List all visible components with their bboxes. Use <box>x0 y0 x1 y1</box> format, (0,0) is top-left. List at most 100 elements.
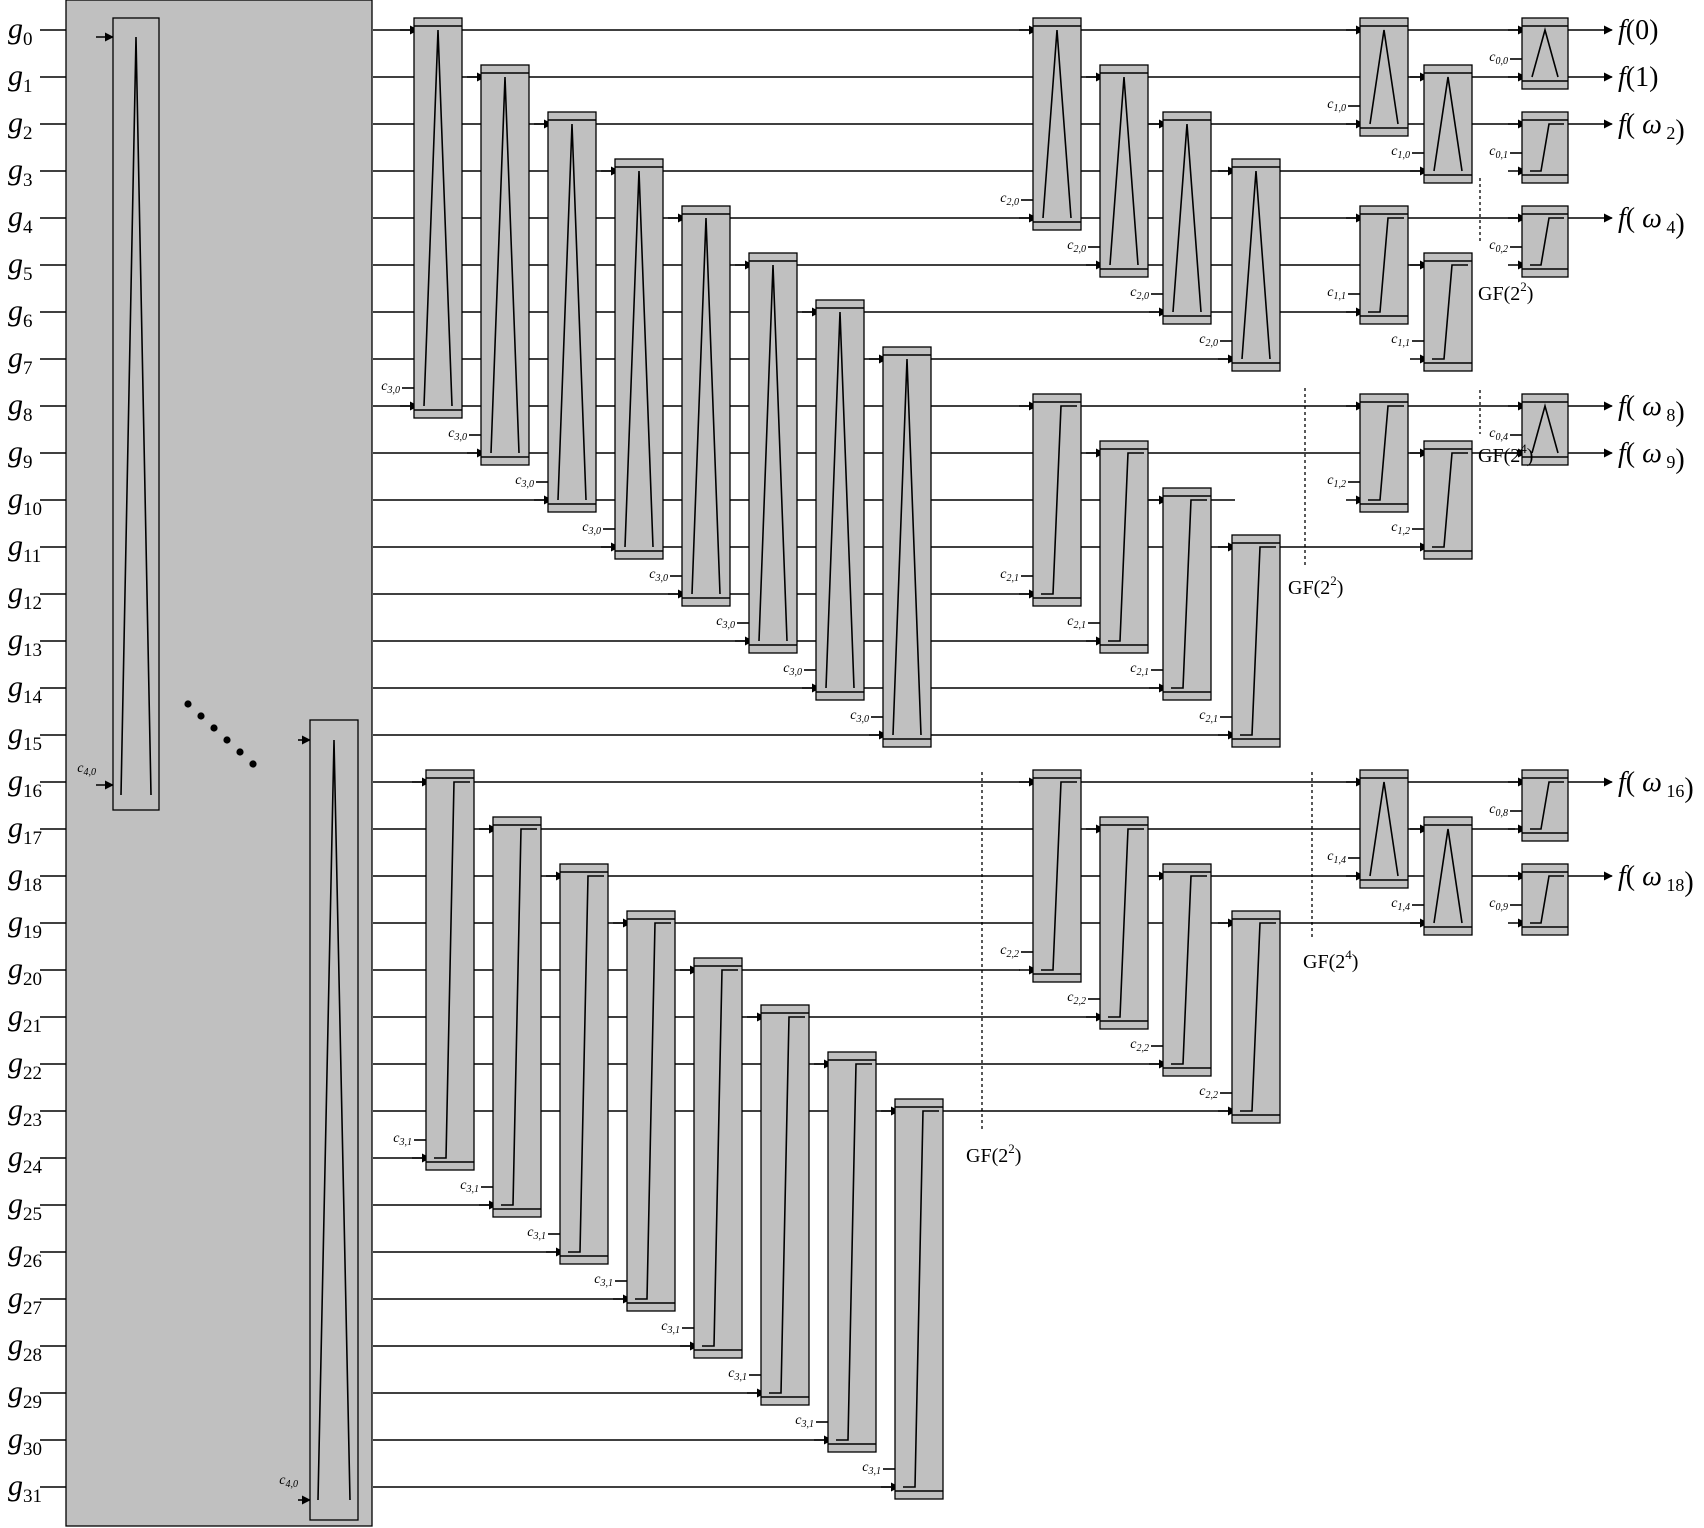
input-label: g12 <box>8 576 42 614</box>
ellipsis-dot <box>197 712 205 720</box>
coeff-label: c1,4 <box>1391 896 1410 913</box>
ramp-mark <box>769 1016 805 1394</box>
triangle-mark <box>423 29 453 407</box>
ramp-mark <box>702 969 738 1347</box>
coeff-label: c3,1 <box>527 1225 546 1242</box>
coeff-label: c2,1 <box>1000 567 1019 584</box>
triangle-mark <box>1369 29 1399 125</box>
coeff-label: c3,0 <box>582 520 601 537</box>
coeff-label: c3,1 <box>393 1131 412 1148</box>
butterfly-block <box>748 252 798 654</box>
field-label: GF(22) <box>1288 573 1343 599</box>
input-label: g21 <box>8 999 42 1037</box>
coeff-label: c2,1 <box>1130 661 1149 678</box>
ellipsis-dots <box>184 700 257 768</box>
input-label: g30 <box>8 1422 42 1460</box>
butterfly-block <box>1359 393 1409 513</box>
coeff-label: c1,1 <box>1391 332 1410 349</box>
butterfly-block <box>1359 205 1409 325</box>
ramp-mark <box>1240 922 1276 1112</box>
input-label: g18 <box>8 858 42 896</box>
triangle-mark <box>120 36 152 796</box>
coeff-label: c1,2 <box>1327 473 1346 490</box>
input-label: g4 <box>8 200 33 238</box>
butterfly-block <box>1423 440 1473 560</box>
input-label: g19 <box>8 905 42 943</box>
triangle-mark <box>758 264 788 642</box>
blocks-layer <box>112 17 1569 1521</box>
ellipsis-dot <box>223 736 231 744</box>
coeff-label: c3,1 <box>594 1272 613 1289</box>
ramp-mark <box>1530 123 1564 172</box>
input-label: g7 <box>8 341 33 379</box>
ramp-mark <box>1108 452 1144 642</box>
triangle-mark <box>1531 26 1559 78</box>
block-body <box>1162 111 1212 325</box>
ramp-mark <box>1041 781 1077 971</box>
ellipsis-dot <box>236 748 244 756</box>
butterfly-block <box>413 17 463 419</box>
ramp-mark <box>1530 217 1564 266</box>
coeff-label: c0,1 <box>1489 144 1508 161</box>
input-label: g22 <box>8 1046 42 1084</box>
input-label: g15 <box>8 717 42 755</box>
butterfly-block <box>492 816 542 1218</box>
butterfly-block <box>425 769 475 1171</box>
block-body <box>112 17 160 811</box>
butterfly-block <box>1231 534 1281 748</box>
triangle-mark <box>691 217 721 595</box>
input-label: g26 <box>8 1234 42 1272</box>
input-label: g25 <box>8 1187 42 1225</box>
block-body <box>1359 769 1409 889</box>
butterfly-block <box>1521 205 1569 278</box>
block-body <box>1423 816 1473 936</box>
input-label: g10 <box>8 482 42 520</box>
output-label: f(1) <box>1618 62 1658 93</box>
ramp-mark <box>1240 546 1276 736</box>
butterfly-block <box>693 957 743 1359</box>
butterfly-block <box>681 205 731 607</box>
coeff-label: c4,0 <box>77 761 96 778</box>
coeff-label: c3,0 <box>381 379 400 396</box>
input-label: g5 <box>8 247 33 285</box>
triangle-mark <box>1369 781 1399 877</box>
block-body <box>309 719 359 1521</box>
input-label: g29 <box>8 1375 42 1413</box>
triangle-mark <box>892 358 922 736</box>
butterfly-block <box>894 1098 944 1500</box>
block-body <box>882 346 932 748</box>
block-body <box>748 252 798 654</box>
butterfly-block <box>1032 769 1082 983</box>
input-label: g0 <box>8 12 33 50</box>
butterfly-block <box>1521 17 1569 90</box>
coeff-label: c4,0 <box>279 1473 298 1490</box>
coeff-label: c2,2 <box>1199 1084 1218 1101</box>
butterfly-block <box>1162 863 1212 1077</box>
labels-layer: g0g1g2g3g4g5g6g7g8g9g10g11g12g13g14g15g1… <box>8 12 1694 1507</box>
output-label: f( ω 4) <box>1618 203 1685 240</box>
block-body <box>1032 17 1082 231</box>
butterfly-block <box>760 1004 810 1406</box>
coeff-label: c0,2 <box>1489 238 1508 255</box>
coeff-label: c3,0 <box>716 614 735 631</box>
coeff-label: c2,0 <box>1067 238 1086 255</box>
input-label: g23 <box>8 1093 42 1131</box>
butterfly-block <box>1162 111 1212 325</box>
butterfly-block <box>1521 863 1569 936</box>
block-body <box>815 299 865 701</box>
butterfly-block <box>1231 158 1281 372</box>
coeff-label: c3,1 <box>862 1460 881 1477</box>
block-body <box>547 111 597 513</box>
ramp-mark <box>903 1110 939 1488</box>
coeff-label: c3,1 <box>728 1366 747 1383</box>
input-label: g11 <box>8 529 41 567</box>
coeff-label: c3,0 <box>649 567 668 584</box>
input-label: g9 <box>8 435 33 473</box>
coeff-label: c2,1 <box>1067 614 1086 631</box>
coeff-label: c3,1 <box>460 1178 479 1195</box>
block-body <box>1423 64 1473 184</box>
ramp-mark <box>1530 781 1564 830</box>
coeff-label: c3,1 <box>661 1319 680 1336</box>
triangle-mark <box>557 123 587 501</box>
butterfly-block <box>1099 64 1149 278</box>
